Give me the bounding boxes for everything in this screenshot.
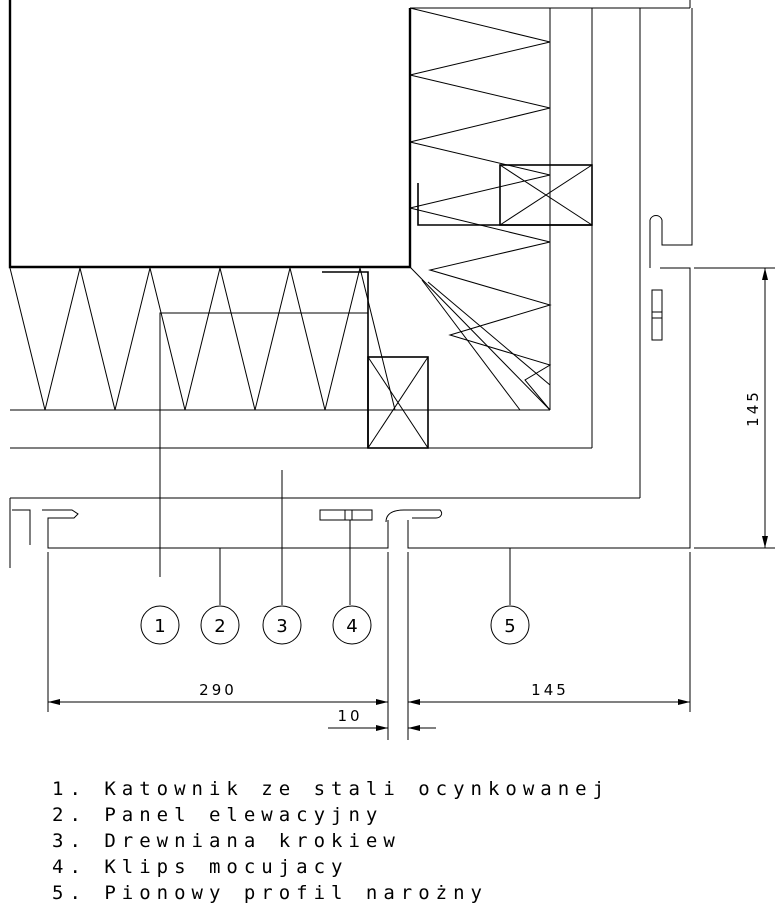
svg-text:4: 4 — [346, 616, 357, 637]
svg-text:1: 1 — [154, 616, 165, 637]
balloon-5: 5 — [490, 605, 530, 645]
balloon-4: 4 — [332, 605, 372, 645]
dim-10: 10 — [337, 707, 362, 725]
dim-145-vertical: 145 — [744, 389, 762, 427]
svg-text:3: 3 — [276, 616, 287, 637]
leader-lines — [219, 470, 511, 605]
technical-drawing: 1 2 3 4 5 — [8, 0, 775, 740]
legend-item-3: 3. Drewniana krokiew — [52, 830, 401, 852]
svg-text:5: 5 — [504, 616, 515, 637]
dim-290: 290 — [199, 681, 237, 699]
legend-list: 1. Katownik ze stali ocynkowanej 2. Pane… — [52, 776, 610, 906]
horizontal-insulation — [9, 266, 640, 499]
legend-item-4: 4. Klips mocujacy — [52, 856, 349, 878]
svg-text:2: 2 — [214, 616, 225, 637]
balloon-3: 3 — [262, 605, 302, 645]
vertical-insulation — [409, 7, 641, 498]
balloon-2: 2 — [200, 605, 240, 645]
wall-block — [8, 0, 691, 269]
corner-profile-clip — [649, 8, 693, 341]
timber-rafter-upper — [499, 164, 593, 226]
legend-item-5: 5. Pionowy profil narożny — [52, 882, 488, 904]
dimension-lines — [47, 267, 775, 740]
steel-angle — [159, 183, 592, 577]
facade-panel-bottom — [9, 267, 691, 568]
dim-145-horizontal: 145 — [531, 681, 569, 699]
timber-rafter-lower — [367, 356, 429, 449]
balloon-1: 1 — [140, 605, 180, 645]
legend-item-2: 2. Panel elewacyjny — [52, 804, 384, 826]
legend-item-1: 1. Katownik ze stali ocynkowanej — [52, 778, 611, 800]
